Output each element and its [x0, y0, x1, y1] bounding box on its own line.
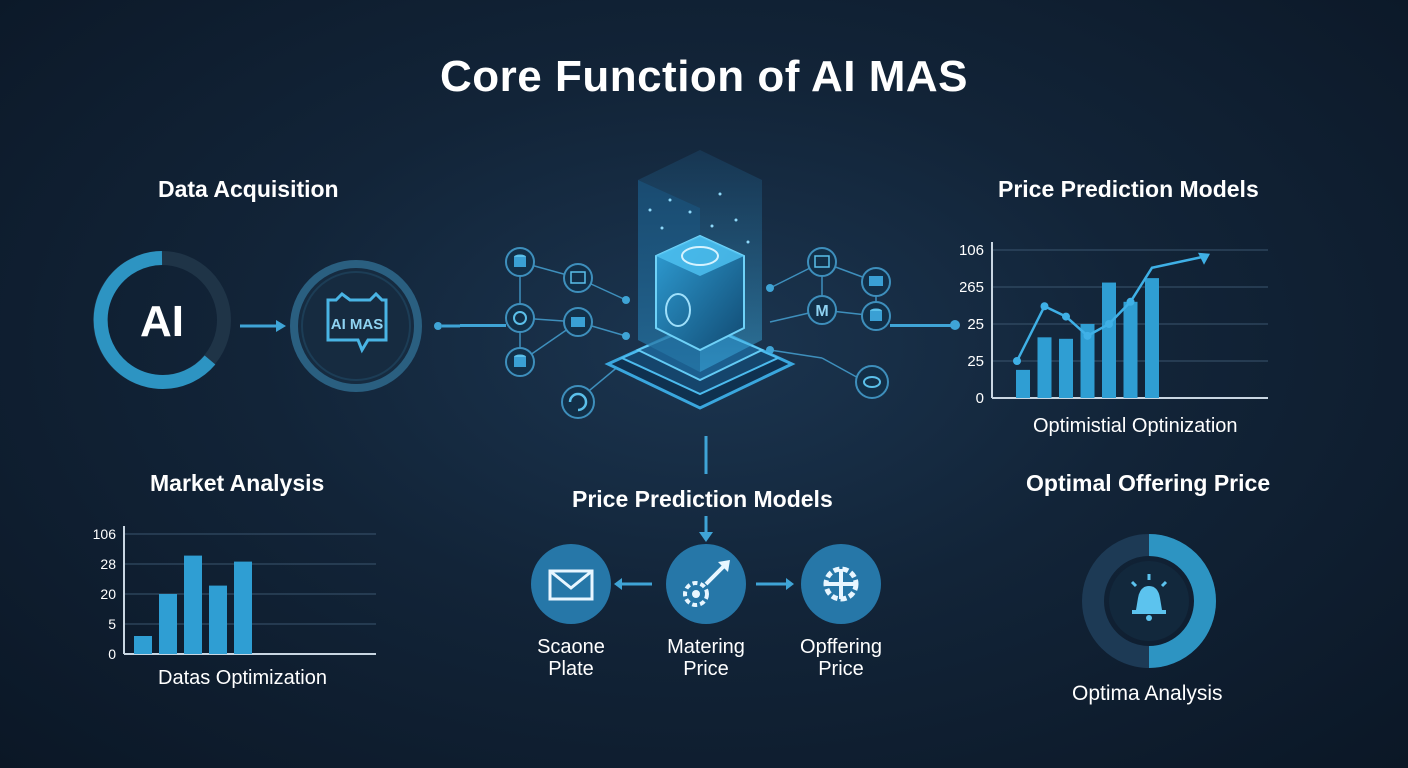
node-label-3-line2: Price — [818, 658, 864, 680]
y-tick-label: 25 — [967, 316, 984, 333]
aimas-ring — [290, 260, 422, 392]
y-tick-label: 106 — [93, 526, 117, 542]
trend-line — [1015, 254, 1209, 362]
node-label-3-line1: Opffering — [800, 636, 882, 658]
arrow-left-icon — [614, 578, 652, 590]
m-node-text: M — [815, 303, 828, 320]
optimal-offering-heading: Optimal Offering Price — [1026, 470, 1271, 496]
aimas-ring-text: AI MAS — [331, 316, 384, 333]
y-tick-label: 0 — [108, 646, 116, 662]
database-icon-2 — [505, 347, 535, 377]
bar — [1080, 324, 1095, 398]
monitor-icon — [861, 267, 891, 297]
chat-bubble-icon — [326, 291, 388, 354]
node-label-1-line2: Plate — [548, 658, 594, 680]
connector-line-left — [460, 324, 506, 327]
trend-arrow-icon — [1198, 252, 1210, 265]
bar — [209, 585, 227, 654]
y-tick-label: 5 — [108, 616, 116, 632]
market-analysis-heading: Market Analysis — [150, 470, 325, 496]
y-tick-label: 106 — [960, 242, 984, 259]
page-title: Core Function of AI MAS — [439, 52, 969, 101]
bell-icon — [1130, 574, 1168, 621]
market-analysis-chart: 106 28 20 5 0 — [93, 526, 376, 662]
y-tick-label: 265 — [960, 279, 984, 296]
center-heading: Price Prediction Models — [572, 486, 833, 512]
price-prediction-heading: Price Prediction Models — [998, 176, 1259, 202]
refresh-icon — [561, 385, 595, 419]
node-label-2-line1: Matering — [667, 636, 745, 658]
optimal-offering-caption: Optima Analysis — [1072, 682, 1223, 705]
gear-arrow-icon — [683, 560, 730, 607]
data-acquisition-diagram: AI AI MAS — [93, 251, 460, 392]
database-icon — [505, 247, 535, 277]
connector-line-right — [890, 324, 952, 327]
center-flow — [531, 436, 881, 624]
price-prediction-caption: Optimistial Optinization — [1033, 415, 1238, 437]
bar — [134, 636, 152, 654]
donut-arc — [1148, 534, 1216, 668]
node-label-2-line2: Price — [683, 658, 729, 680]
ai-ring-text: AI — [140, 297, 184, 346]
globe-icon — [855, 365, 889, 399]
data-acquisition-heading: Data Acquisition — [158, 176, 339, 202]
node-label-1: Scaone Plate — [501, 636, 641, 680]
node-label-3: Opffering Price — [771, 636, 911, 680]
bar — [1037, 337, 1052, 398]
arrow-icon — [240, 320, 286, 332]
y-tick-label: 25 — [967, 353, 984, 370]
ai-ring — [93, 251, 231, 389]
envelope-icon — [548, 569, 594, 601]
connector-dot-right — [950, 320, 960, 330]
envelope-node — [531, 544, 611, 624]
optimal-offering-donut — [1082, 534, 1216, 668]
bar — [1145, 278, 1159, 398]
data-tower — [638, 150, 762, 372]
center-network: M — [505, 150, 891, 440]
node-label-2: Matering Price — [636, 636, 776, 680]
bar — [1102, 282, 1116, 398]
y-tick-label: 0 — [976, 390, 984, 407]
y-tick-label: 20 — [100, 586, 116, 602]
chart-node-icon — [563, 263, 593, 293]
bar — [234, 561, 252, 654]
m-node-icon: M — [807, 295, 837, 325]
gear-arrow-node — [666, 544, 746, 624]
bar — [1123, 301, 1138, 398]
market-analysis-caption: Datas Optimization — [158, 667, 327, 689]
bar — [159, 594, 177, 654]
price-prediction-chart: 106 265 25 25 0 — [960, 242, 1268, 407]
y-tick-label: 28 — [100, 556, 116, 572]
target-icon — [505, 303, 535, 333]
bar — [184, 555, 202, 654]
gear-icon — [823, 566, 859, 602]
bar — [1016, 369, 1030, 398]
image-node-icon — [807, 247, 837, 277]
arrow-right-icon — [756, 578, 794, 590]
node-label-1-line1: Scaone — [537, 636, 605, 658]
database-icon-3 — [861, 301, 891, 331]
bar — [1059, 338, 1073, 398]
gear-node — [801, 544, 881, 624]
cloud-icon — [681, 246, 719, 266]
briefcase-icon — [563, 307, 593, 337]
brain-icon — [665, 293, 691, 327]
